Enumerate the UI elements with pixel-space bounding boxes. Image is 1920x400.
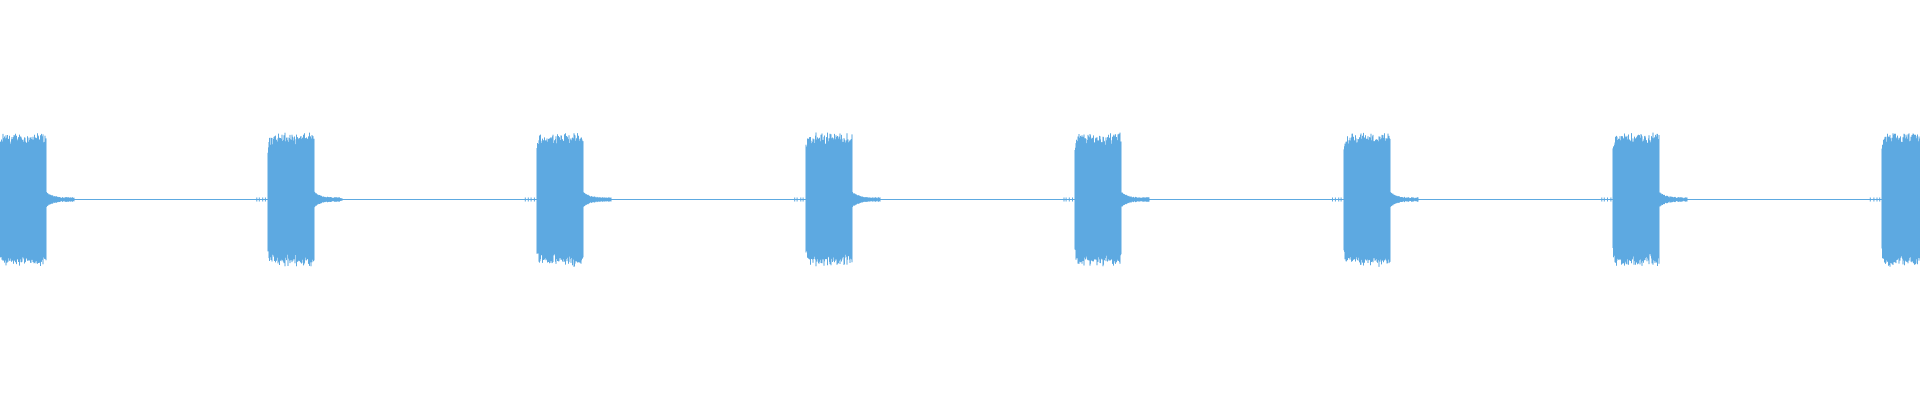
burst-body	[1074, 132, 1122, 267]
burst-body	[0, 133, 47, 266]
waveform-burst	[524, 133, 612, 267]
burst-tail	[1658, 191, 1688, 208]
burst-tail	[582, 191, 612, 208]
burst-body	[1343, 132, 1391, 267]
waveform-burst	[1063, 132, 1150, 267]
burst-body	[267, 132, 315, 267]
burst-pre-blip	[256, 197, 266, 202]
burst-tail	[1120, 192, 1150, 207]
burst-tail	[313, 191, 343, 208]
burst-pre-blip	[524, 197, 535, 202]
burst-tail	[1389, 192, 1419, 207]
waveform-burst	[1869, 133, 1920, 267]
burst-tail	[45, 192, 75, 207]
burst-body	[805, 132, 853, 267]
waveform-burst	[794, 132, 881, 267]
waveform-burst	[1601, 132, 1688, 266]
waveform-bursts	[0, 132, 1920, 267]
burst-body	[1612, 132, 1660, 266]
waveform-burst	[0, 133, 75, 266]
burst-body	[1881, 133, 1920, 267]
burst-tail	[851, 191, 881, 208]
burst-pre-blip	[794, 197, 804, 202]
burst-pre-blip	[1063, 197, 1073, 202]
burst-pre-blip	[1869, 197, 1881, 202]
burst-pre-blip	[1601, 197, 1612, 202]
waveform-burst	[256, 132, 343, 267]
burst-pre-blip	[1332, 197, 1342, 202]
waveform-burst	[1332, 132, 1419, 267]
burst-body	[536, 133, 584, 267]
